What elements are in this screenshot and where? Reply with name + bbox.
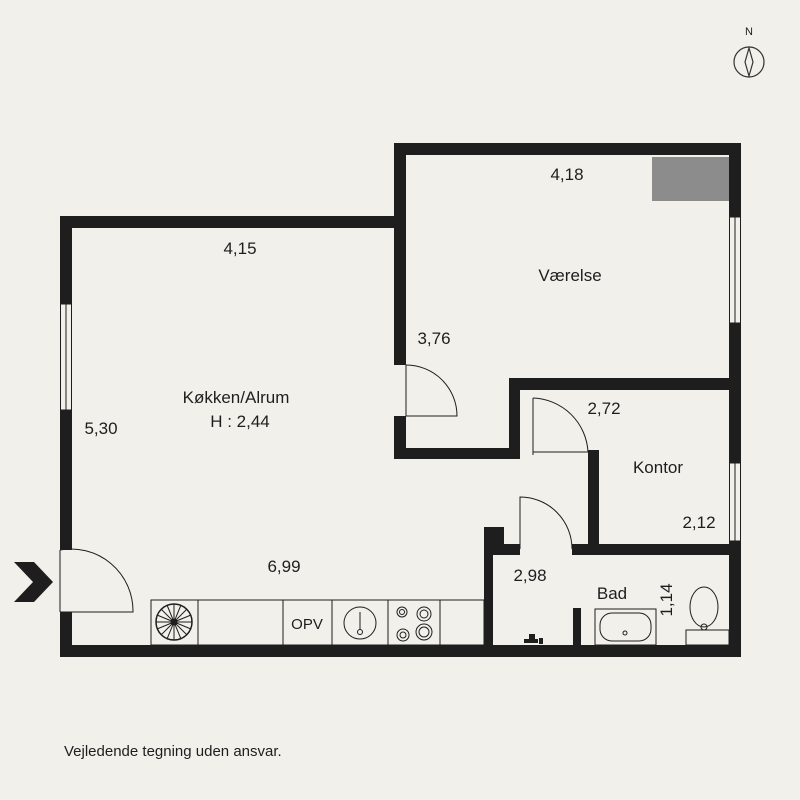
- wardrobe: [652, 157, 729, 201]
- kitchen-counter: [150, 599, 485, 646]
- disclaimer-text: Vejledende tegning uden ansvar.: [64, 743, 282, 760]
- dim-bedroom-side: 3,76: [417, 329, 450, 348]
- entrance-door: [59, 548, 134, 613]
- opv-label: OPV: [291, 616, 323, 633]
- compass: N: [733, 26, 765, 79]
- bath-fixtures: [594, 586, 730, 646]
- windows: [60, 216, 741, 542]
- dim-office-side: 2,12: [682, 513, 715, 532]
- office-door: [532, 397, 589, 453]
- washbasin-icon: [594, 608, 657, 646]
- compass-ring: [733, 46, 765, 78]
- kitchen-name: Køkken/Alrum: [183, 388, 290, 407]
- fan-icon: [155, 603, 193, 641]
- sink-icon: [343, 606, 377, 640]
- toilet-tank: [685, 629, 730, 646]
- dim-bath-top: 2,98: [513, 566, 546, 585]
- bath-door: [519, 496, 573, 550]
- dim-kitchen-left: 5,30: [84, 419, 117, 438]
- bath-name: Bad: [597, 584, 627, 603]
- walls: [60, 143, 741, 657]
- dim-kitchen-bottom: 6,99: [267, 557, 300, 576]
- doors: [59, 364, 589, 613]
- entrance-arrow-icon: [14, 562, 53, 602]
- compass-north-label: N: [745, 26, 753, 38]
- bedroom-name: Værelse: [538, 266, 601, 285]
- compass-needle-icon: [744, 45, 754, 79]
- office-name: Kontor: [633, 458, 683, 477]
- toilet-icon: [689, 586, 719, 628]
- dim-bath-side: 1,14: [657, 583, 676, 616]
- kitchen-height: H : 2,44: [210, 412, 270, 431]
- dim-bedroom-top: 4,18: [550, 165, 583, 184]
- bedroom-door: [405, 364, 458, 417]
- dim-kitchen-top: 4,15: [223, 239, 256, 258]
- dim-office-top: 2,72: [587, 399, 620, 418]
- stove-icon: [396, 606, 433, 642]
- shower-valve-icon: [524, 634, 543, 644]
